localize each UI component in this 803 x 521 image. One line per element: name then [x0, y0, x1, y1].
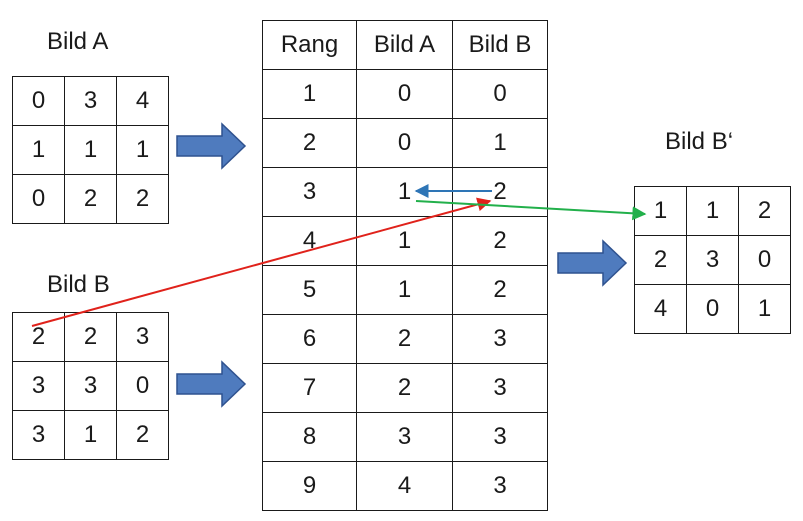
rank-table-cell: 0: [356, 69, 453, 119]
bild-a-cell: 1: [116, 125, 169, 175]
bild-b-cell: 2: [64, 312, 117, 362]
bild-b-prime-cell: 0: [686, 284, 739, 334]
bild-a-cell: 0: [12, 174, 65, 224]
bild-a-title: Bild A: [47, 28, 109, 55]
rank-table-cell: 4: [262, 216, 357, 266]
bild-a-cell: 1: [64, 125, 117, 175]
bild-b-prime-title: Bild B‘: [665, 128, 734, 155]
rank-table-cell: 2: [452, 167, 548, 217]
rank-table-cell: 6: [262, 314, 357, 364]
bild-a-cell: 3: [64, 76, 117, 126]
rank-table-cell: 2: [452, 216, 548, 266]
bild-b-prime-cell: 1: [686, 186, 739, 236]
bild-b-cell: 2: [12, 312, 65, 362]
rank-table-cell: 1: [262, 69, 357, 119]
rank-table-cell: 9: [262, 461, 357, 511]
bild-b-prime-cell: 2: [634, 235, 687, 285]
rank-table-cell: 3: [356, 412, 453, 462]
rank-table-cell: 4: [356, 461, 453, 511]
bild-b-prime-cell: 3: [686, 235, 739, 285]
rank-table-header: Rang: [262, 20, 357, 70]
bild-b-cell: 0: [116, 361, 169, 411]
rank-table-cell: 0: [356, 118, 453, 168]
block-arrow-bild-b-prime: [557, 239, 628, 287]
bild-b-cell: 3: [12, 361, 65, 411]
rank-table-header: Bild B: [452, 20, 548, 70]
bild-b-cell: 2: [116, 410, 169, 460]
block-arrow-bild-b: [176, 360, 247, 408]
bild-b-cell: 3: [12, 410, 65, 460]
rank-table-cell: 5: [262, 265, 357, 315]
rank-table-cell: 3: [262, 167, 357, 217]
rank-table-cell: 3: [452, 412, 548, 462]
bild-a-cell: 0: [12, 76, 65, 126]
rank-table-cell: 1: [356, 167, 453, 217]
rank-table-cell: 2: [356, 363, 453, 413]
rank-table-cell: 3: [452, 461, 548, 511]
bild-a-cell: 2: [64, 174, 117, 224]
bild-b-cell: 1: [64, 410, 117, 460]
bild-b-title: Bild B: [47, 271, 110, 298]
bild-a-cell: 1: [12, 125, 65, 175]
bild-b-prime-cell: 1: [634, 186, 687, 236]
rank-table-cell: 1: [356, 265, 453, 315]
rank-table-cell: 2: [356, 314, 453, 364]
rank-table-header: Bild A: [356, 20, 453, 70]
block-arrow-bild-a: [176, 122, 247, 170]
bild-b-prime-cell: 1: [738, 284, 791, 334]
rank-table-cell: 0: [452, 69, 548, 119]
rank-table-cell: 1: [452, 118, 548, 168]
bild-b-prime-cell: 0: [738, 235, 791, 285]
rank-table-cell: 3: [452, 314, 548, 364]
rank-table-cell: 7: [262, 363, 357, 413]
rank-table-cell: 3: [452, 363, 548, 413]
bild-b-cell: 3: [64, 361, 117, 411]
rank-table-cell: 2: [452, 265, 548, 315]
rank-table-cell: 1: [356, 216, 453, 266]
rank-table-cell: 8: [262, 412, 357, 462]
bild-b-cell: 3: [116, 312, 169, 362]
bild-a-cell: 2: [116, 174, 169, 224]
rank-table-cell: 2: [262, 118, 357, 168]
bild-b-prime-cell: 4: [634, 284, 687, 334]
bild-a-cell: 4: [116, 76, 169, 126]
bild-b-prime-cell: 2: [738, 186, 791, 236]
